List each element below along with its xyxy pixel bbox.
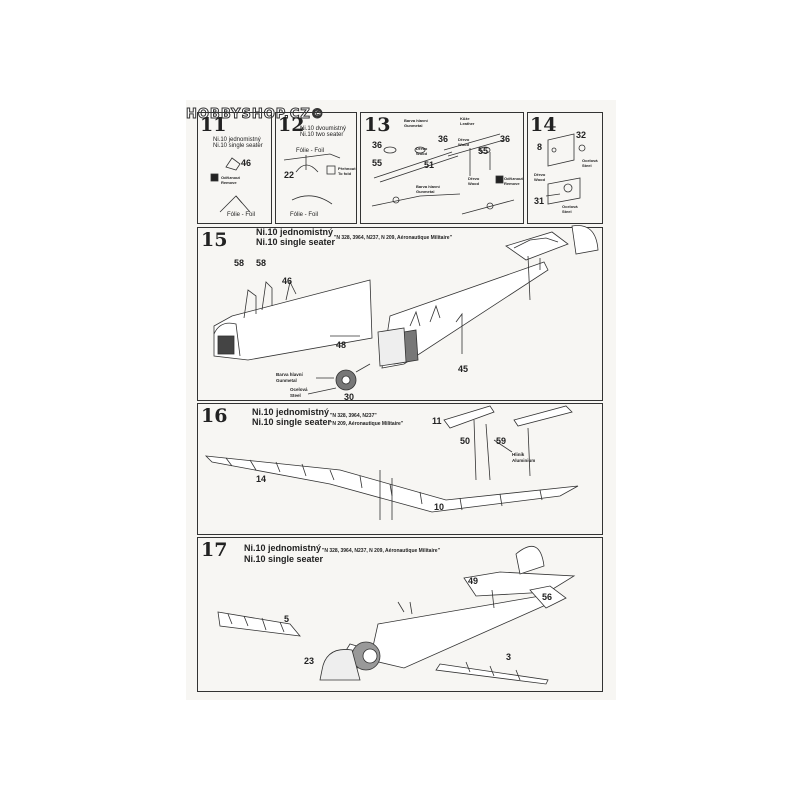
step-13-part-55a: 55	[372, 158, 383, 168]
step-16-part-59: 59	[496, 436, 507, 446]
step-13-gunmetal-cz-2: Barva hlavní	[416, 184, 440, 189]
step-11-line-1: Ni.10 jednomistný	[213, 137, 261, 143]
step-11-remove-cz: Odřiznout	[221, 175, 240, 180]
step-17-subtitle: "N 328, 3964, N237, N 209, Aéronautique …	[322, 548, 440, 554]
step-13-wood-cz-1: Dřevo	[416, 146, 428, 151]
step-16-part-10: 10	[434, 502, 445, 512]
step-13-part-36a: 36	[372, 140, 383, 150]
step-13-panel	[360, 112, 524, 224]
step-15-title-1: Ni.10 jednomistný	[256, 227, 334, 237]
step-13-number: 13	[364, 114, 391, 136]
step-17-panel	[197, 537, 603, 692]
step-16-title-1: Ni.10 jednomistný	[252, 407, 330, 417]
step-17-title-2: Ni.10 single seater	[244, 554, 324, 564]
step-17-part-56: 56	[542, 592, 553, 602]
step-15-steel-en: Steel	[290, 393, 301, 398]
step-11-foil: Fólie - Foil	[227, 212, 256, 218]
step-16-subtitle-2: "N 209, Aéronautique Militaire"	[330, 421, 404, 427]
step-12-line-2: Ni.10 two seater	[300, 132, 344, 138]
step-12-fold-en: To fold	[338, 171, 352, 176]
step-11-number: 11	[200, 114, 227, 136]
step-17-part-3: 3	[506, 652, 512, 662]
step-15-gunmetal-en: Gunmetal	[276, 378, 297, 383]
step-11-line-2: Ni.10 single seater	[213, 143, 263, 149]
step-14-wood-en: Wood	[534, 177, 546, 182]
step-13-wood-en-3: Wood	[468, 181, 480, 186]
step-11-drawing	[210, 157, 251, 213]
step-15-part-46: 46	[282, 276, 293, 286]
step-13-leather-cz: Kůže	[460, 116, 470, 121]
step-17-number: 17	[201, 539, 228, 561]
step-15-part-48: 48	[336, 340, 347, 350]
step-14-wood-cz: Dřevo	[534, 172, 546, 177]
step-16-number: 16	[201, 405, 228, 427]
step-15-part-58a: 58	[234, 258, 245, 268]
step-14-steel-en-1: Steel	[582, 163, 592, 168]
step-15-number: 15	[201, 229, 228, 251]
step-15-panel	[197, 227, 603, 401]
step-16-aluminium-en: Aluminium	[512, 458, 536, 463]
step-11-part-46: 46	[241, 158, 252, 168]
step-14-steel-cz-1: Ocelová	[582, 158, 598, 163]
step-13-drawing	[371, 133, 515, 215]
step-16-part-11: 11	[432, 416, 442, 426]
step-13-gunmetal-en-2: Gunmetal	[416, 189, 435, 194]
step-16-part-14: 14	[256, 474, 267, 484]
step-12-drawing	[283, 153, 341, 205]
step-15-title-2: Ni.10 single seater	[256, 237, 336, 247]
step-12-fold-cz: Přehnout	[338, 166, 356, 171]
step-15-steel-cz: Ocelová	[290, 387, 308, 392]
step-12-part-22: 22	[284, 170, 295, 180]
step-13-remove-cz: Odřiznout	[504, 176, 523, 181]
step-17-part-23: 23	[304, 656, 315, 666]
step-13-leather-en: Leather	[460, 121, 475, 126]
step-14-drawing	[545, 133, 586, 205]
step-13-part-36c: 36	[500, 134, 511, 144]
step-16-drawing	[204, 405, 579, 520]
step-16-panel	[197, 403, 603, 535]
step-15-part-30: 30	[344, 392, 355, 402]
step-16-subtitle-1: "N 328, 3964, N237"	[330, 413, 377, 419]
step-17-part-49: 49	[468, 576, 479, 586]
step-16-aluminium-cz: Hliník	[512, 452, 525, 457]
step-14-steel-en-2: Steel	[562, 209, 572, 214]
step-16-title-2: Ni.10 single seater	[252, 417, 332, 427]
step-13-part-55b: 55	[478, 146, 489, 156]
step-11-remove-en: Remove	[221, 180, 237, 185]
step-14-panel	[527, 112, 603, 224]
step-15-subtitle: "N 328, 3964, N237, N 209, Aéronautique …	[334, 235, 452, 241]
step-13-gunmetal-cz: Barva hlavní	[404, 118, 428, 123]
watermark: HOBBYSHOP.CZ©	[186, 107, 325, 123]
step-17-drawing	[217, 545, 576, 685]
step-13-wood-cz-3: Dřevo	[468, 176, 480, 181]
step-13-remove-en: Remove	[504, 181, 520, 186]
step-16-part-50: 50	[460, 436, 471, 446]
step-15-drawing	[213, 225, 599, 395]
step-14-part-31: 31	[534, 196, 545, 206]
step-14-number: 14	[530, 114, 557, 136]
step-14-part-32: 32	[576, 130, 587, 140]
step-12-foil-1: Fólie - Foil	[296, 148, 325, 154]
step-13-wood-en-2: Wood	[458, 142, 470, 147]
step-14-part-8: 8	[537, 142, 543, 152]
step-13-wood-en-1: Wood	[416, 151, 428, 156]
step-15-gunmetal-cz: Barva hlavní	[276, 372, 303, 377]
step-12-number: 12	[278, 114, 305, 136]
step-15-part-58b: 58	[256, 258, 267, 268]
step-12-foil-2: Fólie - Foil	[290, 212, 319, 218]
step-11-panel	[197, 112, 272, 224]
step-17-title-1: Ni.10 jednomistný	[244, 543, 322, 553]
step-13-wood-cz-2: Dřevo	[458, 137, 470, 142]
step-17-part-5: 5	[284, 614, 290, 624]
step-12-line-1: Ni.10 dvoumistný	[300, 126, 347, 132]
step-15-part-45: 45	[458, 364, 469, 374]
step-13-part-36b: 36	[438, 134, 449, 144]
step-12-panel	[275, 112, 357, 224]
step-13-gunmetal-en: Gunmetal	[404, 123, 423, 128]
step-13-part-51: 51	[424, 160, 435, 170]
step-14-steel-cz-2: Ocelová	[562, 204, 578, 209]
